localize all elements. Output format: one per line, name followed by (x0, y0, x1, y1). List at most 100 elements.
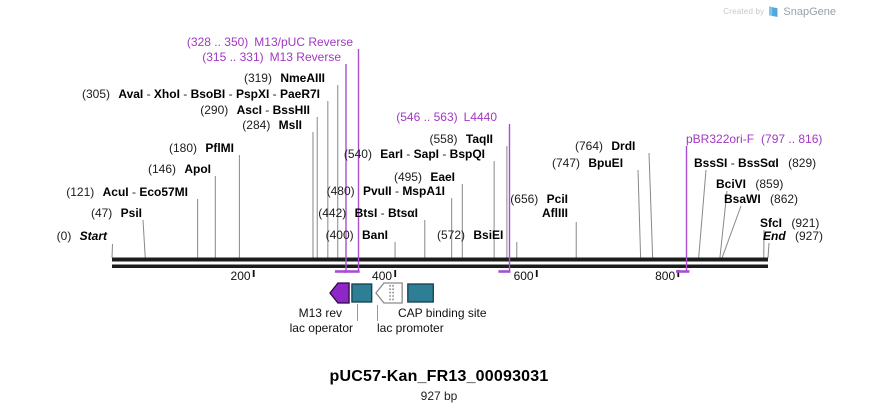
site-line-bpuEI (637, 169, 642, 259)
enzyme-name-BanI: BanI (361, 228, 388, 242)
plasmid-title: pUC57-Kan_FR13_00093031 (329, 368, 549, 385)
site-name-separator: - (727, 156, 739, 170)
enzyme-name-End: End (763, 229, 786, 243)
site-position-mslI: (284) (242, 118, 274, 132)
site-position-ascI: (290) (200, 103, 232, 117)
enzyme-name-PspXI: PspXI (235, 87, 270, 101)
site-position-taqII: (558) (429, 132, 461, 146)
site-label-row-btsI: (442) BtsI - BtsαI (318, 206, 418, 220)
enzyme-name-SfcI: SfcI (760, 216, 783, 230)
site-position-start: (0) (56, 229, 75, 243)
enzyme-name-TaqII: TaqII (465, 132, 493, 146)
site-label-bsaWI: BsaWI (862) (724, 192, 798, 206)
site-label-bciVI: BciVI (859) (716, 177, 783, 191)
enzyme-name-SapI: SapI (413, 147, 439, 161)
feature-cap-binding-site-box (407, 283, 434, 303)
site-label-row-pciI: (656) PciI (510, 192, 568, 206)
site-label-row-mslI: (284) MslI (242, 118, 302, 132)
site-position-pflMI: (180) (168, 141, 201, 155)
site-label-taqII: (558) TaqII (430, 132, 493, 146)
ruler-top-bar (112, 257, 768, 262)
site-position-apoI: (146) (147, 162, 180, 176)
site-label-row-ascI: (290) AscI - BssHII (200, 103, 310, 117)
site-label-row2-pciI: AflIII (510, 206, 568, 220)
site-label-row-bpuEI: (747) BpuEI (552, 156, 623, 170)
site-label-psiI: (47) PsiI (91, 206, 142, 220)
site-position-bciVI: (859) (752, 177, 784, 191)
enzyme-name-MspA1I: MspA1I (402, 184, 445, 198)
enzyme-name-BtsI: BtsI (354, 206, 378, 220)
site-position-pciI: (656) (510, 192, 542, 206)
site-position-bsiEI: (572) (437, 228, 469, 242)
snapgene-logo-icon (769, 6, 778, 17)
tick-mark-400 (394, 270, 397, 277)
tick-mark-800 (677, 270, 680, 277)
site-label-row-apoI: (146) ApoI (148, 162, 211, 176)
enzyme-name-BssSI: BssSI (694, 156, 728, 170)
enzyme-name-NmeAIII: NmeAIII (280, 71, 325, 85)
site-label-row-bsiEI: (572) BsiEI (437, 228, 503, 242)
site-label-row-bsaWI: BsaWI (862) (724, 192, 798, 206)
site-label-row-psiI: (47) PsiI (91, 206, 142, 220)
site-position-banI: (400) (325, 228, 357, 242)
site-label-bpuEI: (747) BpuEI (552, 156, 623, 170)
primer-label-m13puc-reverse: (328 .. 350)M13/pUC Reverse (187, 36, 353, 49)
site-position-btsI: (442) (318, 206, 350, 220)
primer-label-pbr322ori-f: pBR322ori-F(797 .. 816) (686, 133, 822, 146)
enzyme-name-PvuII: PvuII (362, 184, 392, 198)
site-position-pvuII: (480) (326, 184, 358, 198)
enzyme-name-BciVI: BciVI (716, 177, 747, 191)
site-label-bsiEI: (572) BsiEI (437, 228, 503, 242)
site-label-row-nmeAIII: (319) NmeAIII (244, 71, 325, 85)
site-label-row-earI: (540) EarI - SapI - BspQI (344, 147, 485, 161)
enzyme-name-Start: Start (79, 229, 107, 243)
enzyme-name-EaeI: EaeI (430, 170, 455, 184)
site-label-sfcI: SfcI (921) (760, 216, 819, 230)
enzyme-name-AscI: AscI (236, 103, 262, 117)
site-label-nmeAIII: (319) NmeAIII (244, 71, 325, 85)
feature-lac-promoter-arrow (375, 282, 403, 304)
site-label-row-banI: (400) BanI (326, 228, 388, 242)
site-label-btsI: (442) BtsI - BtsαI (318, 206, 418, 220)
site-label-acuI: (121) AcuI - Eco57MI (66, 185, 188, 199)
site-label-drdI: (764) DrdI (575, 139, 635, 153)
enzyme-name-BssSI: BssSαI (738, 156, 779, 170)
tick-label-200: 200 (230, 269, 251, 283)
site-line-start (111, 243, 113, 259)
site-label-avaI: (305) AvaI - XhoI - BsoBI - PspXI - PaeR… (82, 87, 320, 101)
site-position-bsaWI: (862) (766, 192, 799, 206)
enzyme-name-AflIII: AflIII (542, 206, 568, 220)
enzyme-name-EarI: EarI (380, 147, 403, 161)
enzyme-name-PsiI: PsiI (120, 206, 142, 220)
ruler-bottom-bar (112, 264, 768, 268)
site-label-ascI: (290) AscI - BssHII (200, 103, 310, 117)
site-label-start: (0) Start (57, 229, 107, 243)
site-position-psiI: (47) (90, 206, 116, 220)
site-line-bciVI (719, 190, 728, 259)
primer-name-m13-reverse: M13 Reverse (269, 50, 341, 64)
primer-name-l4440: L4440 (463, 110, 497, 124)
feature-lac-operator-box (351, 283, 373, 303)
site-label-earI: (540) EarI - SapI - BspQI (344, 147, 485, 161)
site-name-separator: - (261, 103, 273, 117)
enzyme-name-BsoBI: BsoBI (190, 87, 226, 101)
site-label-row-start: (0) Start (57, 229, 107, 243)
primer-label-l4440: (546 .. 563) L4440 (396, 111, 497, 124)
enzyme-name-ApoI: ApoI (184, 162, 211, 176)
site-label-apoI: (146) ApoI (148, 162, 211, 176)
enzyme-name-DrdI: DrdI (611, 139, 636, 153)
tick-mark-200 (252, 270, 255, 277)
site-label-bssSI: BssSI - BssSαI (829) (694, 156, 816, 170)
site-position-sfcI: (921) (788, 216, 820, 230)
site-name-separator: - (128, 185, 140, 199)
site-label-mslI: (284) MslI (242, 118, 302, 132)
primer-label-m13-reverse: (315 .. 331)M13 Reverse (202, 51, 341, 64)
site-label-end: End (927) (763, 229, 823, 243)
enzyme-name-XhoI: XhoI (153, 87, 180, 101)
enzyme-name-PaeR7I: PaeR7I (279, 87, 320, 101)
primer-range-l4440: (546 .. 563) (396, 110, 458, 124)
site-label-row-sfcI: SfcI (921) (760, 216, 819, 230)
created-by-text: Created by (723, 7, 765, 16)
site-name-separator: - (269, 87, 280, 101)
